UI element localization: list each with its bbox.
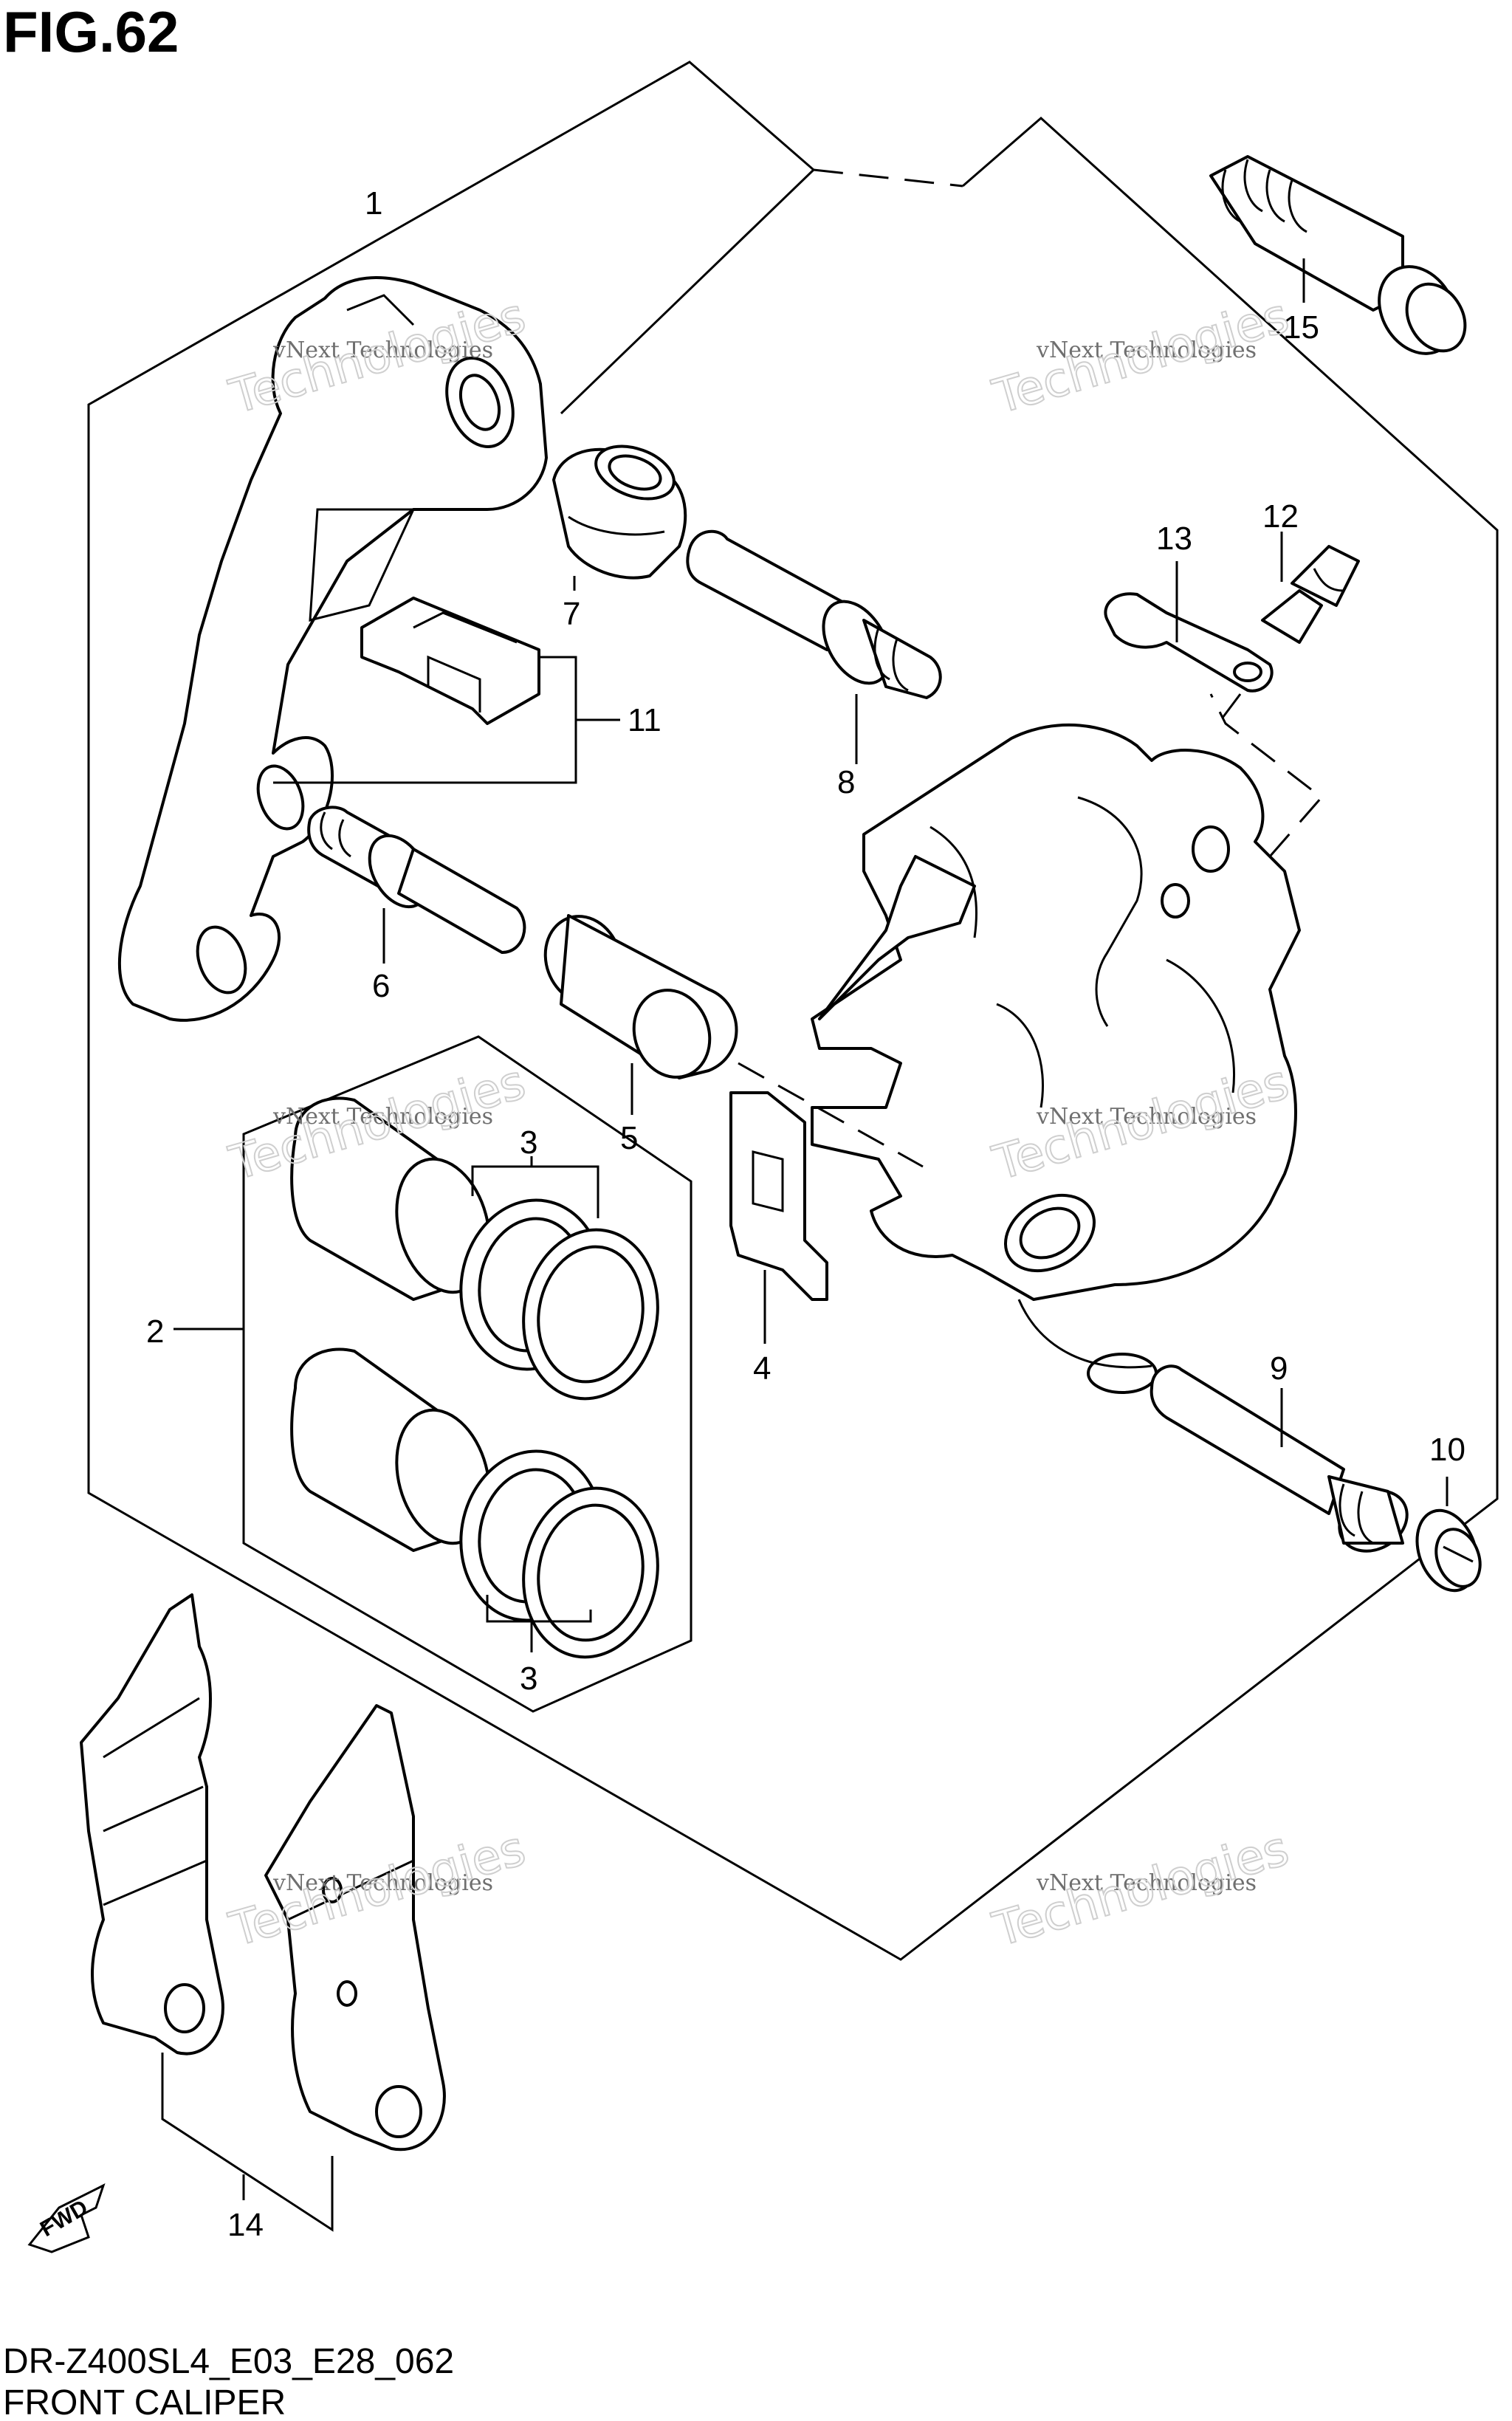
callout-14: 14 (227, 2207, 264, 2243)
mounting-bolt (1209, 155, 1467, 355)
rubber-boot (552, 444, 687, 580)
bleeder-cap (1104, 592, 1274, 693)
callout-10: 10 (1429, 1432, 1465, 1468)
callout-3-bottom: 3 (520, 1661, 537, 1697)
model-code: DR-Z400SL4_E03_E28_062 (3, 2342, 454, 2381)
leader-dash-6 (738, 1062, 924, 1168)
callout-15: 15 (1283, 309, 1319, 346)
leader-3-top (471, 1165, 599, 1218)
callout-12: 12 (1262, 498, 1299, 535)
watermark-6: vNext Technologies Technologies (986, 1821, 1296, 1959)
svg-text:vNext Technologies: vNext Technologies (272, 1104, 493, 1130)
assembly-outline (87, 61, 1499, 1961)
caliper-bracket (117, 276, 548, 1022)
svg-text:vNext Technologies: vNext Technologies (272, 337, 493, 363)
callout-3-top: 3 (520, 1124, 537, 1161)
bleeder-valve (1261, 545, 1360, 644)
svg-text:vNext Technologies: vNext Technologies (272, 1870, 493, 1896)
watermark-2: vNext Technologies Technologies (986, 288, 1296, 426)
callout-2: 2 (146, 1313, 164, 1350)
pin-boot (543, 914, 738, 1079)
callout-8: 8 (837, 764, 855, 800)
pin-plug (1415, 1508, 1482, 1593)
callout-6: 6 (372, 968, 390, 1004)
svg-text:vNext Technologies: vNext Technologies (1036, 1104, 1257, 1130)
callout-7: 7 (563, 596, 580, 632)
caliper-body (811, 723, 1301, 1394)
callout-1: 1 (365, 185, 382, 222)
fwd-arrow-icon: FWD (27, 2183, 106, 2253)
figure-caption: FRONT CALIPER (3, 2383, 286, 2421)
callout-5: 5 (620, 1120, 638, 1156)
figure-title: FIG.62 (3, 0, 179, 64)
leader-14 (161, 2053, 334, 2232)
slide-pin (686, 529, 942, 699)
callout-11: 11 (628, 702, 662, 738)
pad-spring (360, 597, 540, 725)
leader-dash-15 (1209, 693, 1324, 857)
pistons-and-seals (290, 1096, 659, 1659)
callout-4: 4 (753, 1350, 771, 1387)
brake-pads (80, 1593, 446, 2152)
guide-pin (307, 806, 526, 954)
callout-13: 13 (1156, 521, 1192, 557)
assembly-outline-dashed (813, 168, 963, 188)
piston-group-outline (242, 1035, 693, 1713)
callout-9: 9 (1270, 1350, 1288, 1387)
leader-3-bottom (486, 1595, 592, 1623)
pad-pin (1150, 1364, 1409, 1553)
pad-retainer (729, 1091, 828, 1301)
svg-text:vNext Technologies: vNext Technologies (1036, 1870, 1257, 1896)
svg-text:vNext Technologies: vNext Technologies (1036, 337, 1257, 363)
